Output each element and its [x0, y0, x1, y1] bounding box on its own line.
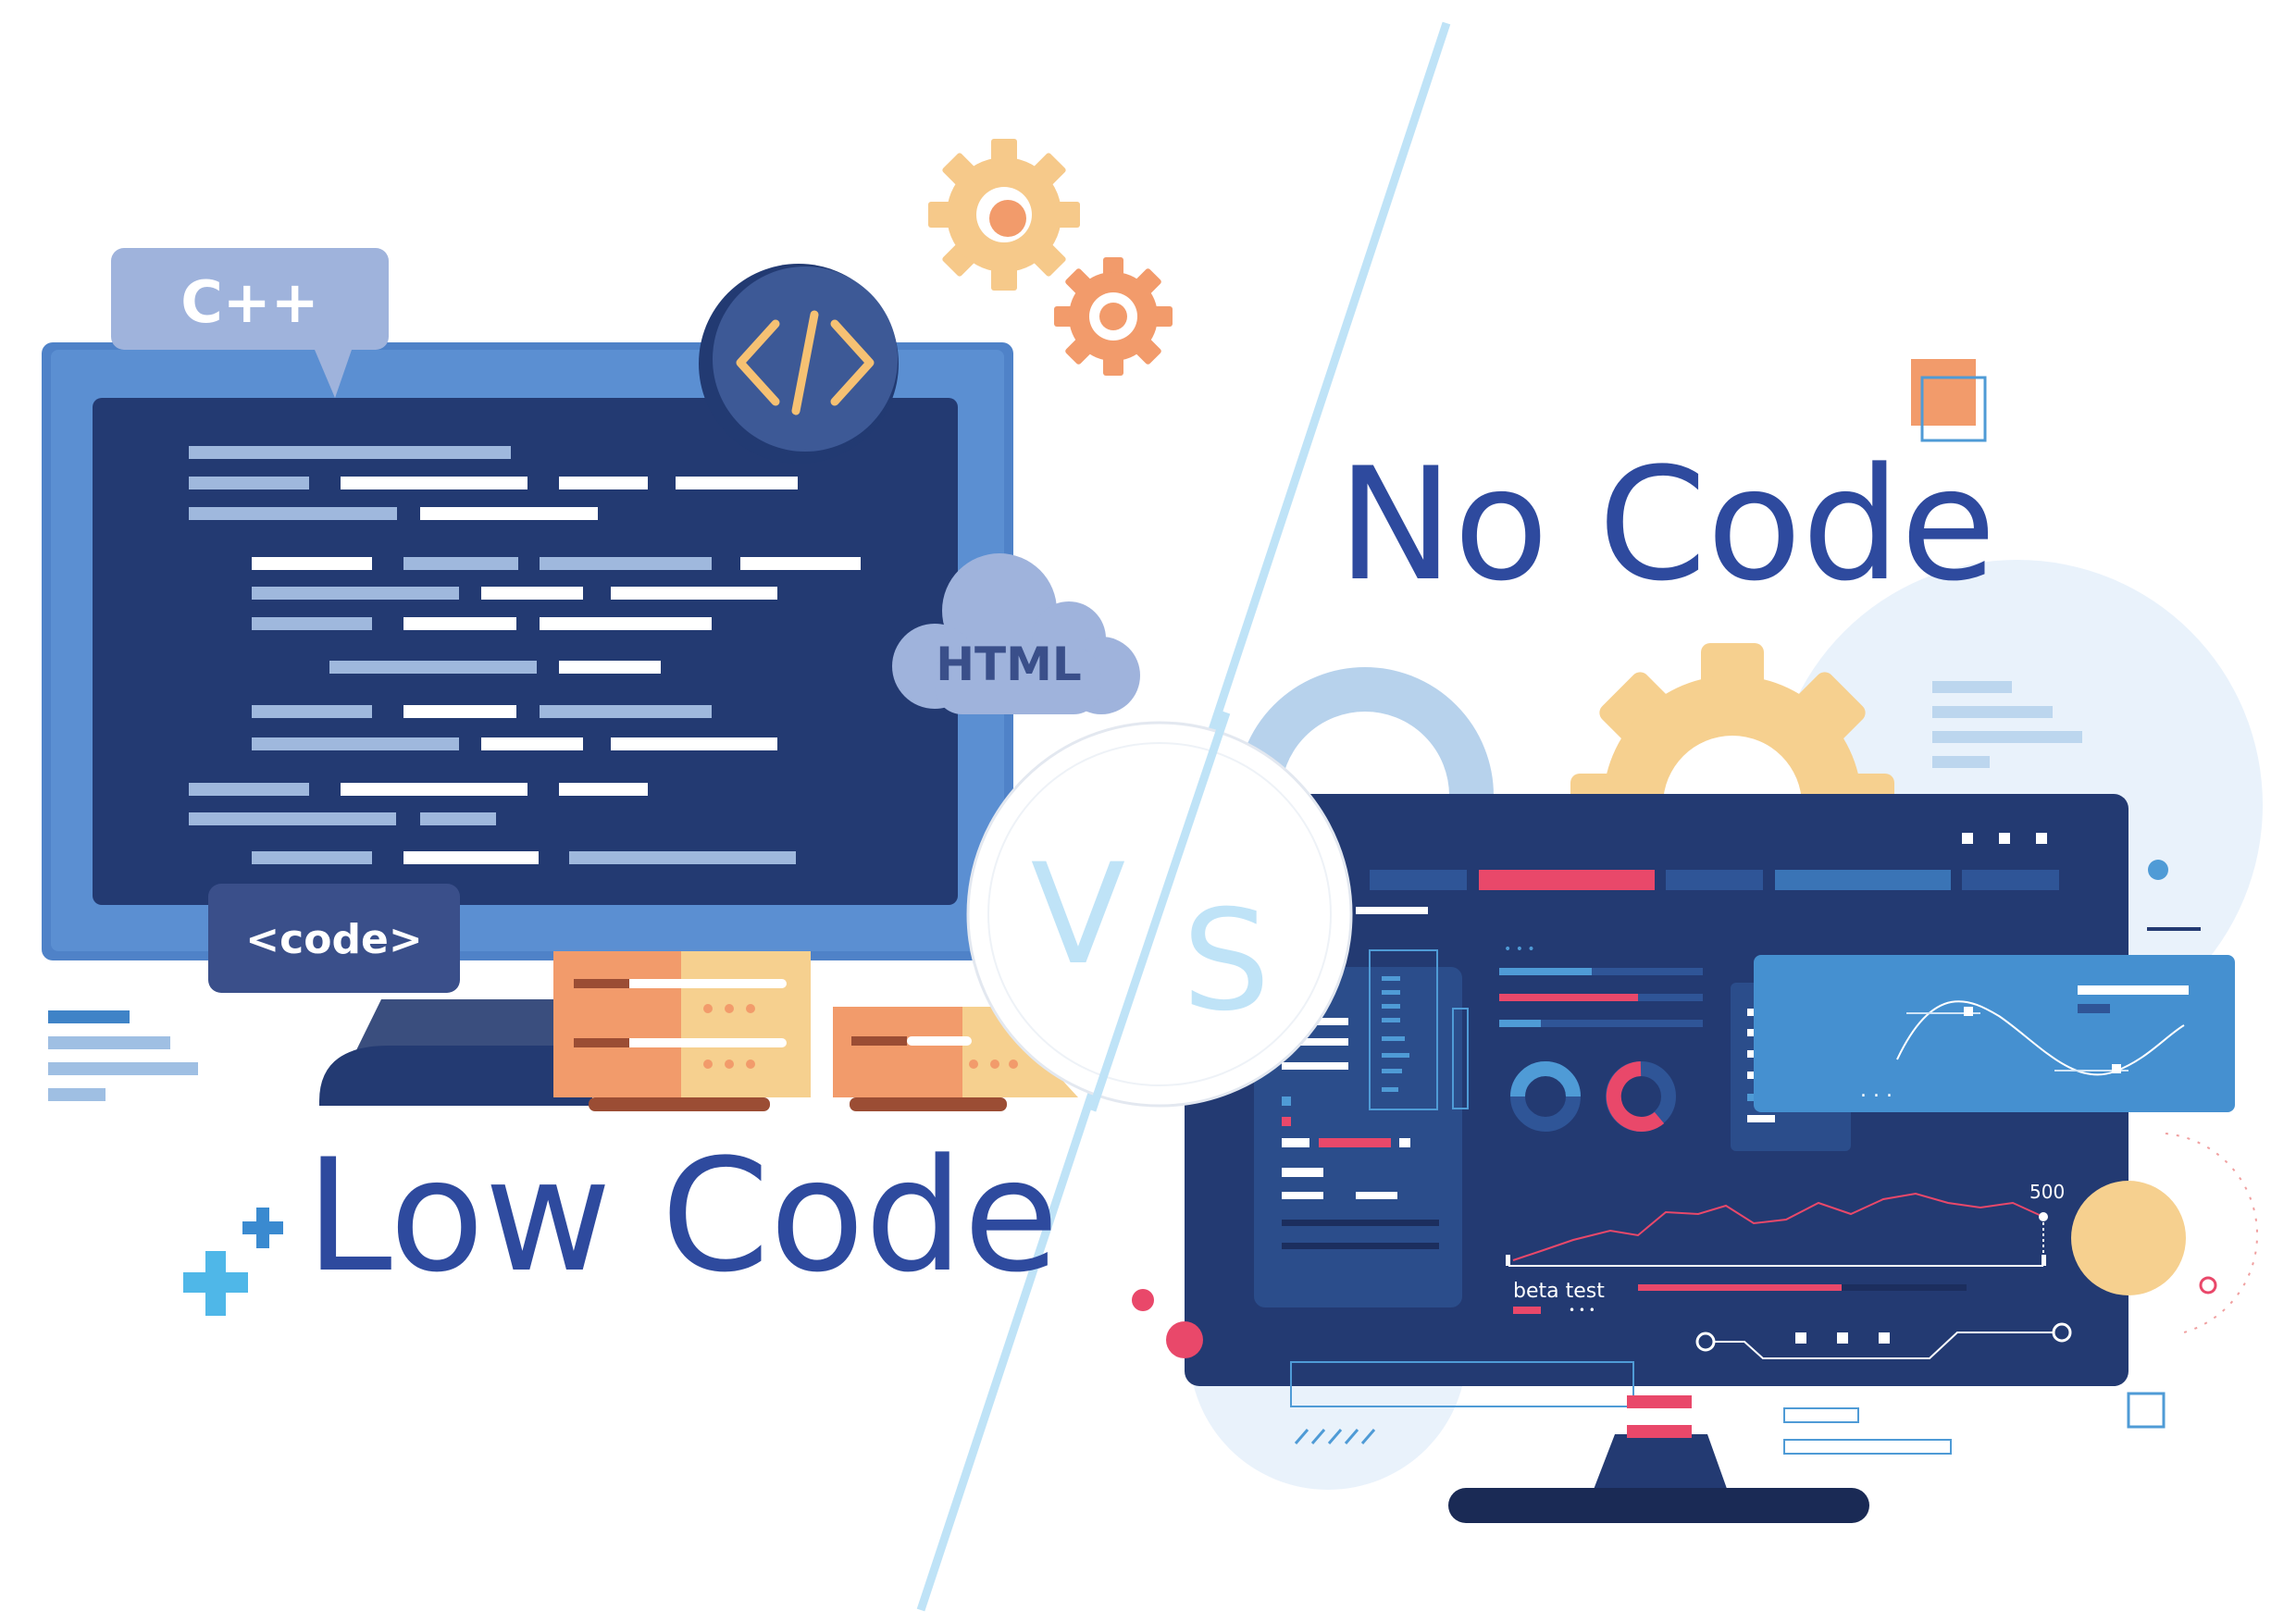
no-code-monitor: • • • . . . 500 [900, 794, 2235, 1523]
low-code-monitor [42, 342, 1013, 1106]
cpp-label: C++ [180, 268, 318, 336]
no-code-title: No Code [1337, 434, 1996, 615]
low-code-title: Low Code [305, 1125, 1059, 1307]
gear-icon [928, 139, 1080, 291]
vs-letter-s: S [1182, 881, 1270, 1042]
code-tag-badge: <code> [208, 884, 460, 993]
code-tag-label: <code> [245, 916, 422, 963]
small-plus-icon [242, 1208, 283, 1248]
chart-value-label: 500 [2029, 1181, 2065, 1203]
html-label: HTML [936, 638, 1082, 691]
small-gear-icon [1054, 257, 1173, 376]
vs-badge: V S [966, 711, 1353, 1112]
plus-icon [183, 1251, 248, 1316]
svg-text:. . .: . . . [1860, 1079, 1893, 1102]
svg-text:• • •: • • • [1504, 942, 1535, 957]
left-text-lines [48, 1010, 198, 1101]
html-cloud: HTML [892, 553, 1140, 714]
vs-letter-v: V [1031, 835, 1126, 996]
svg-text:• • •: • • • [1569, 1304, 1595, 1317]
cpp-speech-bubble: C++ [111, 248, 389, 398]
code-brackets-icon [699, 264, 899, 464]
beta-test-label: beta test [1513, 1280, 1605, 1303]
server-blocks [553, 951, 1078, 1111]
